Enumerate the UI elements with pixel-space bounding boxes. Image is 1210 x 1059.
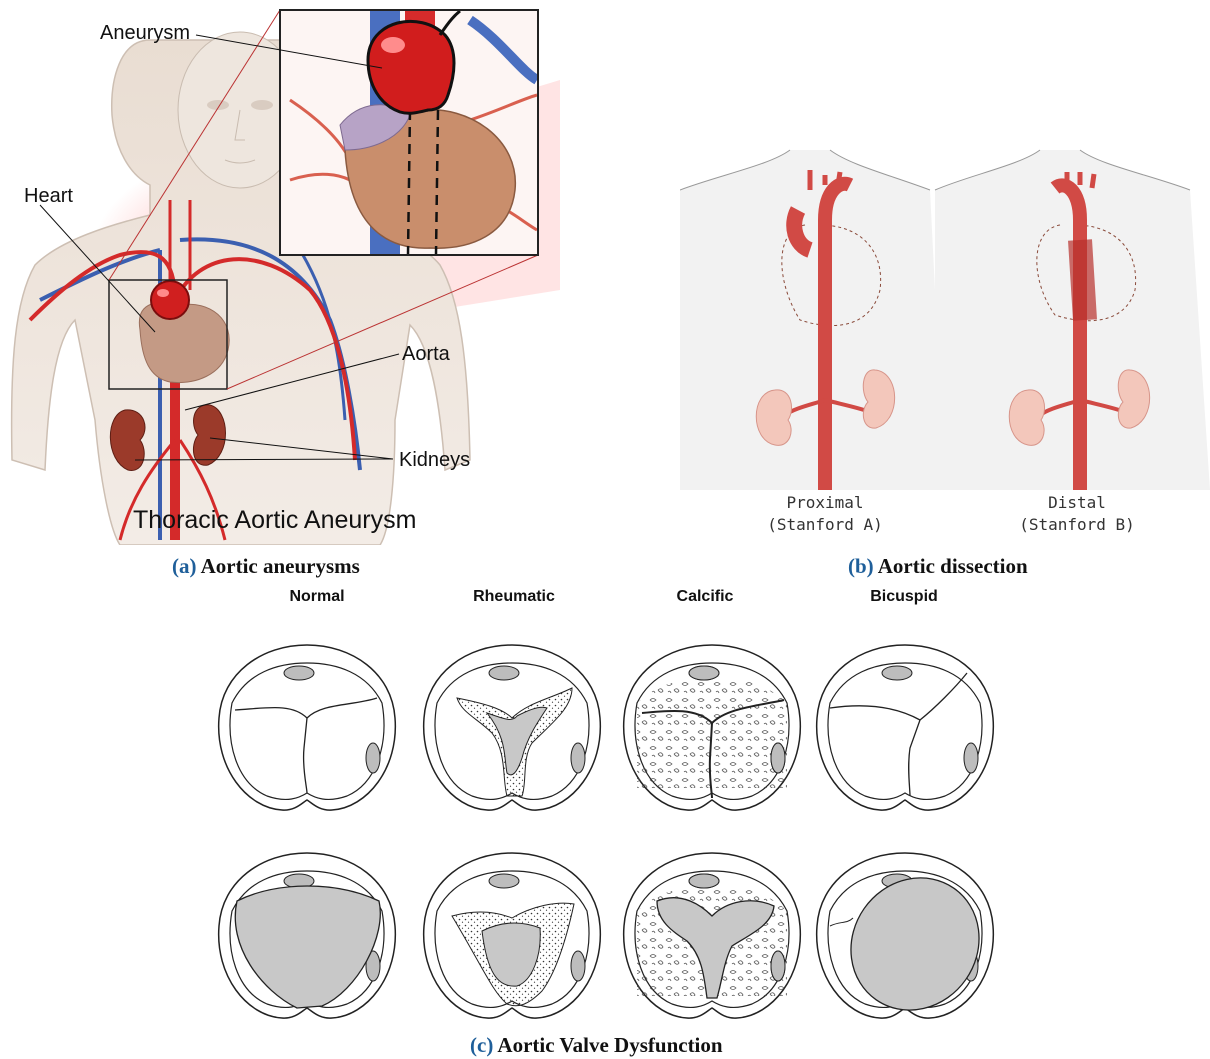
column-header-bicuspid: Bicuspid	[834, 588, 974, 606]
label-aorta: Aorta	[402, 343, 450, 366]
label-distal: Distal (Stanford B)	[997, 492, 1157, 536]
column-header-rheumatic: Rheumatic	[444, 588, 584, 606]
valve-bicuspid-closed	[817, 645, 994, 810]
label-proximal: Proximal (Stanford A)	[745, 492, 905, 536]
panel-aortic-dissection: Proximal (Stanford A) Distal (Stanford B…	[680, 130, 1210, 540]
caption-a-tag: (a)	[172, 554, 197, 578]
caption-b-text: Aortic dissection	[878, 554, 1028, 578]
caption-a: (a) Aortic aneurysms	[172, 554, 360, 579]
label-aneurysm: Aneurysm	[100, 22, 190, 45]
illustration-title: Thoracic Aortic Aneurysm	[133, 506, 416, 535]
caption-b-tag: (b)	[848, 554, 874, 578]
label-kidneys: Kidneys	[399, 449, 470, 472]
valve-rheumatic-open	[424, 853, 601, 1018]
valve-diagrams	[215, 620, 1015, 1030]
aneurysm-illustration	[0, 0, 560, 545]
label-distal-line1: Distal	[997, 492, 1157, 514]
panel-valve-dysfunction	[215, 620, 1015, 1030]
label-proximal-line2: (Stanford A)	[745, 514, 905, 536]
dissection-illustration	[680, 130, 1210, 490]
label-distal-line2: (Stanford B)	[997, 514, 1157, 536]
valve-calcific-closed	[624, 645, 801, 810]
valve-normal-open	[219, 853, 396, 1018]
column-header-calcific: Calcific	[635, 588, 775, 606]
caption-c-tag: (c)	[470, 1033, 493, 1057]
valve-rheumatic-closed	[424, 645, 601, 810]
label-proximal-line1: Proximal	[745, 492, 905, 514]
valve-calcific-open	[624, 853, 801, 1018]
caption-a-text: Aortic aneurysms	[201, 554, 360, 578]
label-heart: Heart	[24, 185, 73, 208]
panel-aortic-aneurysm: Aneurysm Heart Aorta Kidneys Thoracic Ao…	[0, 0, 560, 545]
valve-bicuspid-open	[817, 853, 1005, 1030]
column-header-normal: Normal	[247, 588, 387, 606]
caption-c-text: Aortic Valve Dysfunction	[497, 1033, 722, 1057]
caption-b: (b) Aortic dissection	[848, 554, 1028, 579]
valve-normal-closed	[219, 645, 396, 810]
caption-c: (c) Aortic Valve Dysfunction	[470, 1033, 723, 1058]
